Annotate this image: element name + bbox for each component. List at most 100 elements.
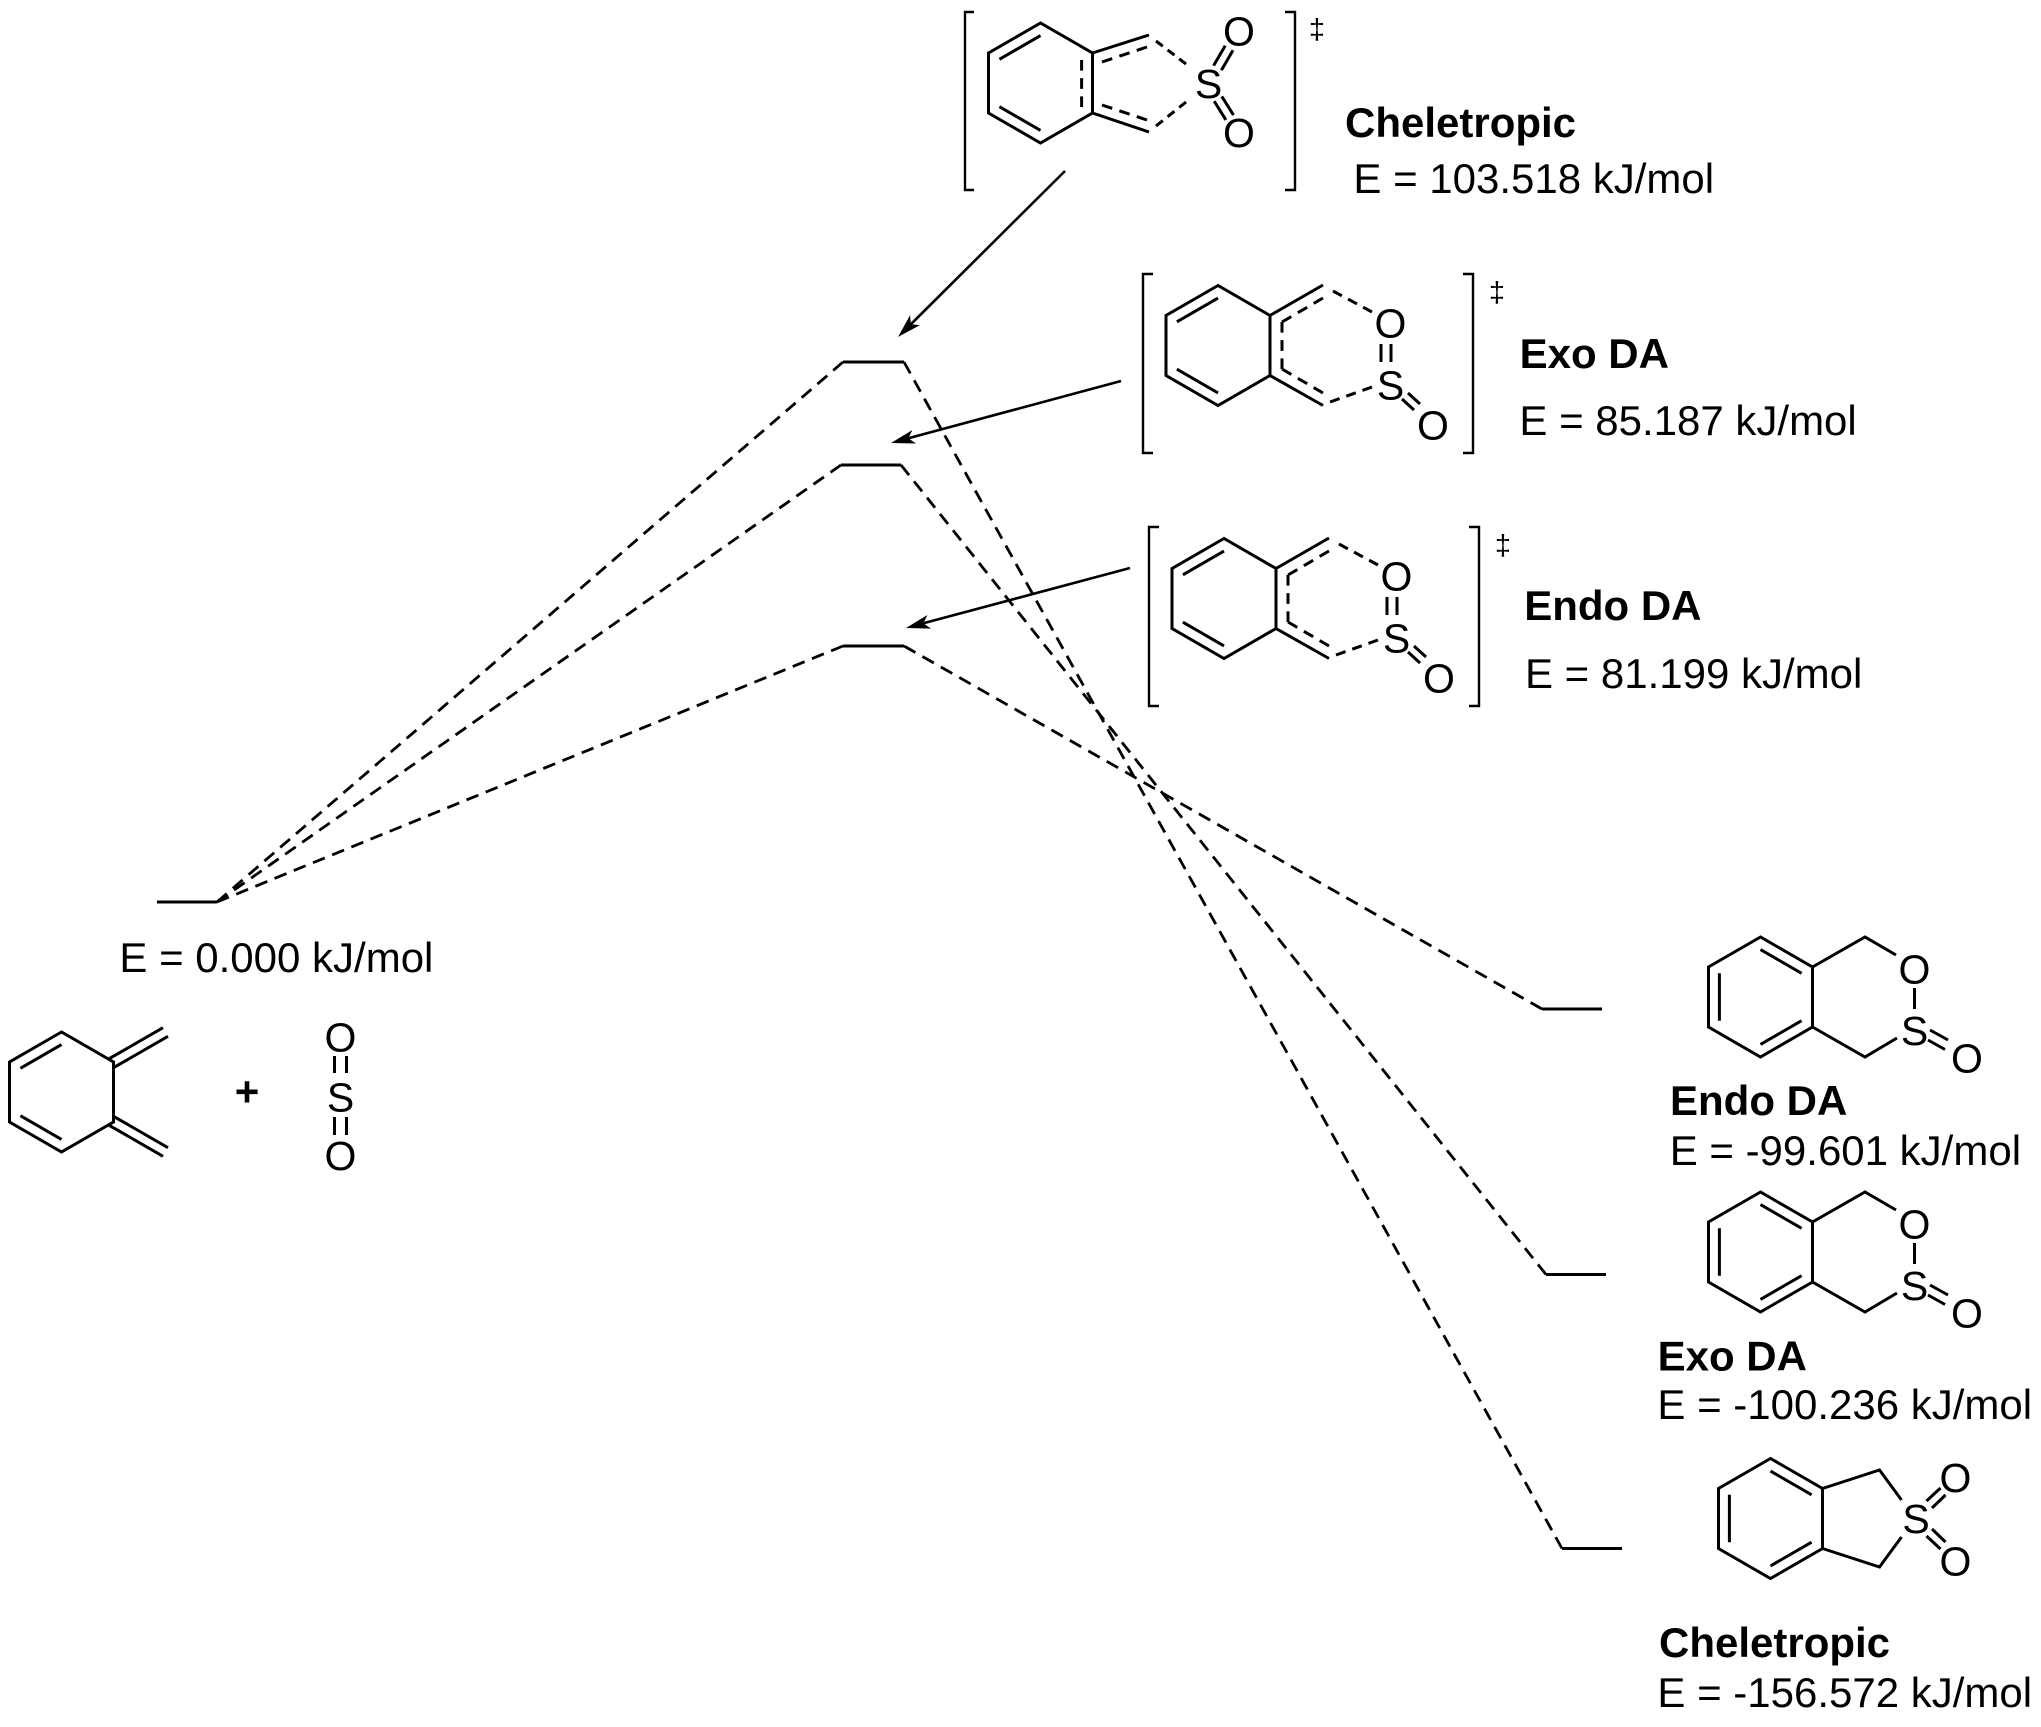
- methylene-bonds: [1092, 33, 1150, 134]
- product-endo-da-group: O S O Endo DA E = -99.601 kJ/mol: [1670, 935, 2021, 1174]
- arrowhead: [891, 430, 916, 444]
- oxygen-atom-label: O: [1375, 301, 1407, 347]
- sulfur-atom-label: S: [327, 1075, 354, 1121]
- product-cheletropic-name: Cheletropic: [1659, 1619, 1890, 1666]
- product-endo-da-energy: E = -99.601 kJ/mol: [1670, 1127, 2021, 1174]
- oxygen-atom-label: O: [1423, 656, 1455, 702]
- forming-c-s-bond-upper: [1155, 39, 1187, 66]
- partial-bond-inner-upper: [1287, 549, 1330, 577]
- oxygen-atom-label: O: [325, 1133, 357, 1179]
- benzene-ring-bonds: [1707, 1190, 1814, 1314]
- s-o-double-bond: [1927, 1283, 1949, 1306]
- partial-bond-inner-upper: [1281, 296, 1324, 324]
- sulfur-atom-label: S: [1901, 1263, 1928, 1309]
- bracket-left: [963, 10, 974, 192]
- connector-reactants-to-ts-endo-da: [216, 644, 844, 904]
- heterocycle-single-bonds: [1811, 935, 1916, 1059]
- ring-double-bond-lines: [19, 1043, 63, 1141]
- bracket-right: [1463, 272, 1475, 455]
- exocyclic-methylene-double-bonds: [107, 1026, 169, 1158]
- reactants-group: + O S O E = 0.000 kJ/mol: [8, 934, 433, 1180]
- oxygen-atom-label: O: [1899, 1202, 1931, 1248]
- ts-cheletropic-structure: O S O ‡: [963, 9, 1325, 192]
- bracket-left: [1141, 272, 1153, 455]
- arrowhead: [906, 615, 931, 629]
- sulfur-atom-label: S: [1377, 363, 1404, 409]
- ring-double-bond-lines: [1717, 948, 1803, 1046]
- benzene-ring-bonds: [987, 21, 1094, 145]
- partial-bond-inner-lower: [1287, 620, 1330, 648]
- arrow-shaft: [923, 566, 1131, 625]
- ts-endo-da-name: Endo DA: [1524, 582, 1701, 629]
- o-s-double-bond: [1385, 597, 1399, 615]
- o-xylylene-structure: [8, 1026, 169, 1158]
- ts-endo-da-energy: E = 81.199 kJ/mol: [1525, 650, 1862, 697]
- reactants-energy-label: E = 0.000 kJ/mol: [119, 934, 433, 981]
- bracket-left: [1147, 525, 1159, 708]
- ring-double-bond-lines: [1727, 1469, 1813, 1568]
- product-endo-da-structure: O S O: [1707, 935, 1983, 1082]
- ts-exo-da-structure: O S O ‡: [1141, 272, 1505, 455]
- oxygen-atom-label: O: [1940, 1455, 1972, 1501]
- product-cheletropic-group: S O O Cheletropic E = -156.572 kJ/mol: [1657, 1455, 2032, 1716]
- benzene-ring-bonds: [1170, 536, 1278, 661]
- transition-state-marker: ‡: [1489, 277, 1505, 309]
- sulfur-atom-label: S: [1902, 1496, 1929, 1542]
- s-o-double-bond: [1406, 644, 1428, 665]
- forming-c-s-bond: [1335, 638, 1379, 657]
- oxygen-atom-label: O: [1417, 403, 1449, 449]
- ts-cheletropic-name: Cheletropic: [1345, 99, 1576, 146]
- s-o-double-bonds: [1212, 44, 1235, 121]
- oxygen-atom-label: O: [1899, 947, 1931, 993]
- sulfur-atom-label: S: [1195, 61, 1222, 107]
- bracket-right: [1469, 525, 1481, 708]
- s-o-double-bonds: [1925, 1486, 1947, 1551]
- sulfolene-ring-single-bonds: [1822, 1468, 1903, 1569]
- arrow-ts-cheletropic: [898, 170, 1066, 337]
- ts-exo-da-group: O S O ‡ Exo DA E = 85.187 kJ/mol: [1141, 272, 1857, 455]
- oxygen-atom-label: O: [1940, 1539, 1972, 1585]
- connector-reactants-to-ts-cheletropic: [216, 360, 844, 904]
- benzene-ring-bonds: [1164, 283, 1272, 408]
- heterocycle-single-bonds: [1811, 1190, 1916, 1314]
- arrow-ts-exo-da: [891, 379, 1122, 444]
- oxygen-atom-label: O: [325, 1015, 357, 1061]
- connector-ts-cheletropic-to-product: [902, 361, 1564, 1550]
- connector-reactants-to-ts-exo-da: [216, 463, 842, 904]
- ring-double-bond-lines: [998, 34, 1042, 132]
- benzene-ring-bonds: [1707, 935, 1814, 1059]
- forming-c-s-bond: [1329, 385, 1373, 404]
- transition-state-marker: ‡: [1309, 14, 1325, 46]
- product-exo-da-group: O S O Exo DA E = -100.236 kJ/mol: [1657, 1190, 2032, 1428]
- ring-double-bond-lines: [1182, 549, 1225, 648]
- ring-double-bond-lines: [1176, 296, 1219, 395]
- transition-state-marker: ‡: [1495, 530, 1511, 562]
- o-s-double-bond: [1379, 344, 1393, 362]
- ts-endo-da-group: O S O ‡ Endo DA E = 81.199 kJ/mol: [1147, 525, 1862, 708]
- forming-c-o-bond: [1332, 289, 1373, 314]
- ts-pointer-arrows: [891, 170, 1131, 629]
- product-cheletropic-structure: S O O: [1717, 1455, 1972, 1585]
- s-o-double-bond: [1400, 391, 1422, 412]
- product-exo-da-energy: E = -100.236 kJ/mol: [1657, 1381, 2032, 1428]
- oxygen-atom-label: O: [1951, 1036, 1983, 1082]
- product-cheletropic-energy: E = -156.572 kJ/mol: [1657, 1669, 2032, 1716]
- connector-ts-exo-da-to-product: [899, 464, 1548, 1276]
- partial-bond-inner-lower: [1101, 103, 1148, 122]
- connector-ts-endo-da-to-product: [903, 644, 1543, 1011]
- s-o-double-bonds: [333, 1056, 348, 1135]
- sulfur-dioxide-structure: O S O: [325, 1015, 357, 1180]
- forming-c-o-bond: [1338, 542, 1379, 567]
- oxygen-atom-label: O: [1223, 9, 1255, 55]
- product-endo-da-name: Endo DA: [1670, 1077, 1847, 1124]
- product-exo-da-structure: O S O: [1707, 1190, 1983, 1337]
- ts-endo-da-structure: O S O ‡: [1147, 525, 1511, 708]
- ts-cheletropic-energy: E = 103.518 kJ/mol: [1353, 155, 1714, 202]
- ts-exo-da-energy: E = 85.187 kJ/mol: [1519, 397, 1856, 444]
- six-membered-ring-bonds: [8, 1030, 115, 1154]
- plus-sign: +: [235, 1068, 260, 1115]
- methylene-bonds: [1269, 283, 1324, 407]
- sulfur-atom-label: S: [1901, 1008, 1928, 1054]
